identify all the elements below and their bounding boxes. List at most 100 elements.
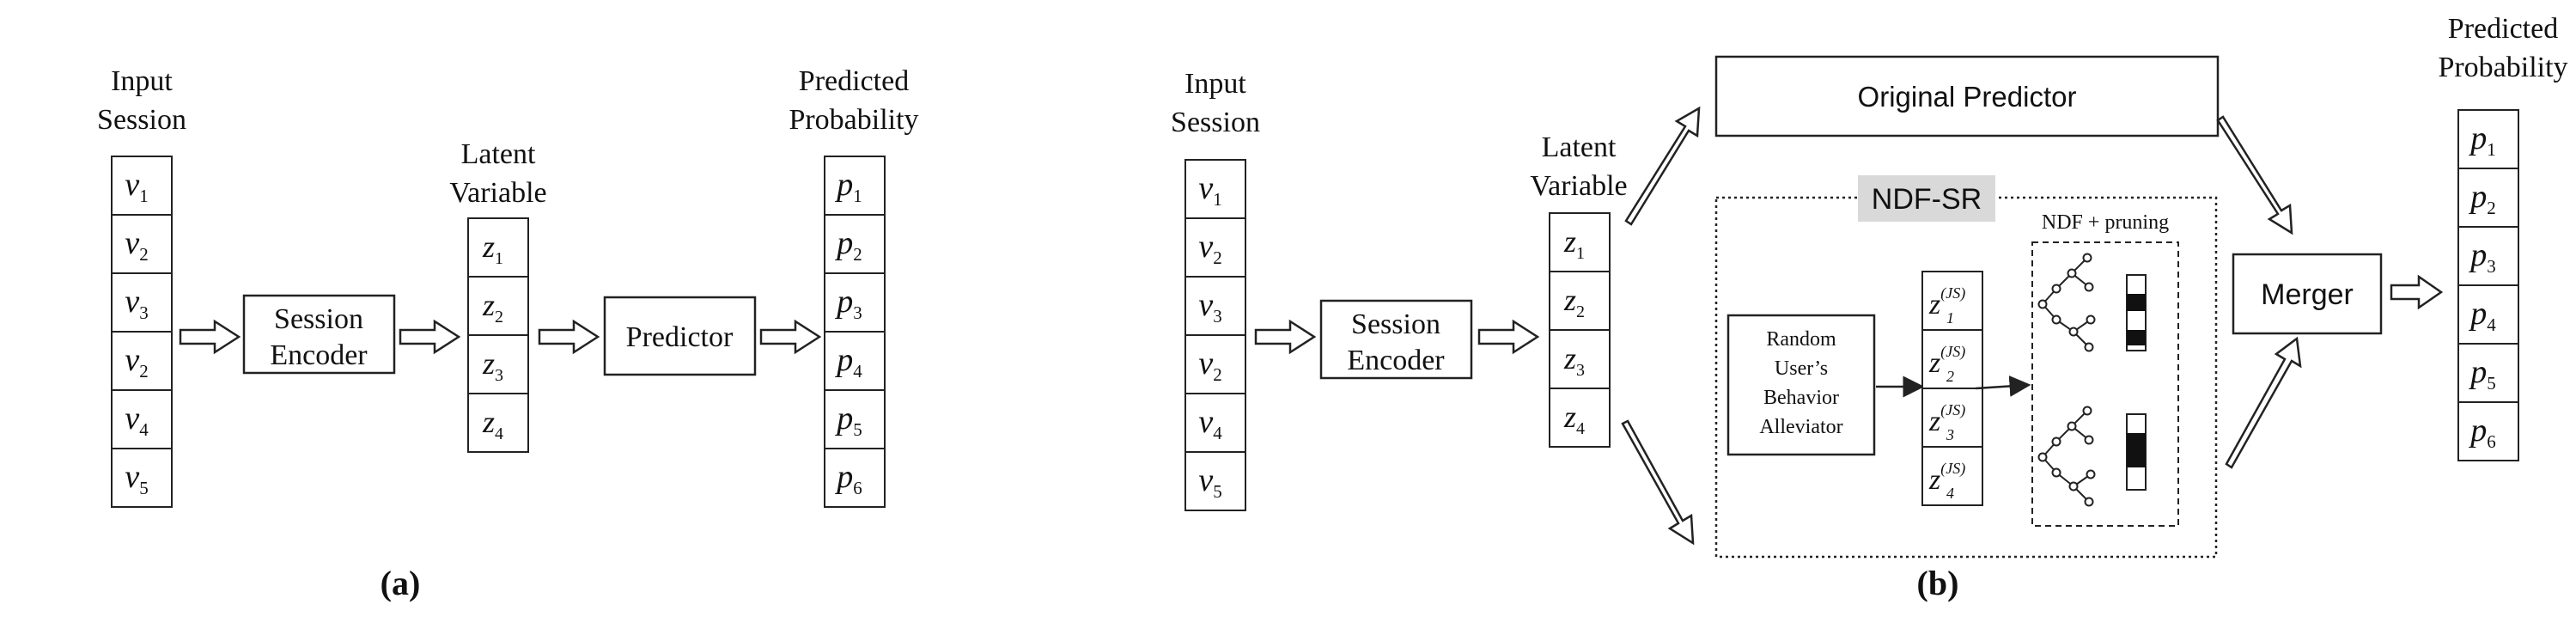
b-input-label: v5 [1198, 462, 1221, 502]
a-output-cell: p1 [824, 156, 886, 216]
b-alleviator-line4: Alleviator [1759, 416, 1842, 438]
b-output-label: p3 [2468, 237, 2496, 277]
b-input-cell: v4 [1184, 393, 1246, 453]
b-input-title-line2: Session [1171, 107, 1260, 138]
a-input-label: v2 [125, 342, 148, 382]
b-panel-label: (b) [1917, 564, 1959, 602]
a-input-label: v2 [125, 225, 148, 265]
b-arrow-merger-output [2390, 274, 2444, 310]
b-output-label: p4 [2468, 296, 2496, 335]
a-latent-column: z1 z2 z3 z4 [467, 217, 529, 453]
a-latent-label: z4 [482, 405, 503, 443]
b-input-label: v1 [1198, 170, 1221, 210]
b-js-latent-subscript: 1 [1946, 309, 1954, 327]
a-input-label: v5 [125, 459, 148, 498]
b-arrow-original-predictor-merger [2216, 115, 2293, 235]
a-input-label: v1 [125, 167, 148, 206]
a-session-encoder-line2: Encoder [270, 339, 368, 371]
a-latent-label: z3 [482, 346, 503, 385]
b-output-label: p5 [2468, 354, 2496, 394]
b-decision-tree-2 [2037, 406, 2096, 507]
b-original-predictor-label: Original Predictor [1858, 81, 2077, 113]
b-ndf-sr-container [1714, 196, 2218, 559]
a-input-cell: v5 [111, 448, 173, 508]
b-input-label: v4 [1198, 404, 1222, 443]
a-arrow-encoder-latent [399, 319, 461, 355]
b-input-label: v2 [1198, 229, 1221, 268]
a-latent-cell: z3 [467, 334, 529, 394]
a-output-cell: p3 [824, 272, 886, 333]
b-input-cell: v1 [1184, 159, 1246, 219]
a-session-encoder-box [242, 294, 396, 375]
b-js-latent-column: z(JS)1z(JS)2z(JS)3z(JS)4 [1921, 271, 1983, 506]
a-arrow-input-encoder [179, 319, 241, 355]
a-arrow-predictor-output [759, 319, 822, 355]
a-output-label: p1 [834, 167, 862, 206]
b-js-latent-label: z(JS) [1928, 460, 1965, 496]
a-panel-label: (a) [381, 564, 421, 602]
b-ndf-sr-label: NDF-SR [1872, 183, 1982, 216]
b-arrow-js-ndf [1975, 375, 2031, 397]
a-output-title-line1: Predicted [799, 65, 909, 97]
b-merger-label: Merger [2261, 278, 2354, 311]
a-output-cell: p4 [824, 331, 886, 391]
b-js-latent-cell: z(JS)4 [1921, 446, 1983, 506]
b-js-latent-subscript: 3 [1946, 426, 1954, 443]
b-ndf-sr-label-bg [1858, 175, 1995, 222]
b-output-label: p1 [2468, 120, 2496, 160]
b-alleviator-line2: User’s [1775, 357, 1828, 380]
a-input-cell: v3 [111, 272, 173, 333]
a-latent-label: z2 [482, 288, 503, 327]
a-output-title-line2: Probability [789, 104, 918, 136]
a-arrow-latent-predictor [538, 319, 600, 355]
b-input-cell: v2 [1184, 217, 1246, 278]
a-input-cell: v4 [111, 389, 173, 449]
b-output-cell: p5 [2457, 343, 2519, 403]
a-latent-title-line1: Latent [461, 138, 536, 170]
b-input-title-line1: Input [1184, 68, 1246, 100]
b-arrow-ndf-sr-merger [2225, 336, 2302, 469]
b-output-title-line2: Probability [2438, 52, 2567, 83]
b-alleviator-box [1726, 314, 1876, 456]
b-js-latent-cell: z(JS)1 [1921, 271, 1983, 331]
a-output-label: p5 [834, 400, 862, 440]
b-js-latent-cell: z(JS)3 [1921, 388, 1983, 448]
a-input-cell: v2 [111, 214, 173, 274]
a-input-cell: v1 [111, 156, 173, 216]
b-latent-label: z3 [1563, 341, 1585, 380]
b-ndf-pruning-box [2031, 241, 2179, 527]
a-latent-cell: z1 [467, 217, 529, 278]
a-session-encoder-line1: Session [274, 303, 363, 335]
b-session-encoder-line2: Encoder [1347, 345, 1445, 376]
b-js-latent-subscript: 4 [1946, 485, 1954, 502]
b-input-cell: v5 [1184, 451, 1246, 511]
b-input-label: v2 [1198, 345, 1221, 385]
a-latent-cell: z4 [467, 393, 529, 453]
a-input-title-line2: Session [97, 104, 186, 136]
b-latent-cell: z1 [1549, 212, 1611, 272]
b-input-session-column: v1 v2 v3 v2 v4 v5 [1184, 159, 1246, 511]
panel-a: Input Session v1 v2 v3 v2 v4 v5 Session Encod… [97, 65, 919, 602]
b-leaf-bar-2 [2126, 413, 2147, 491]
b-latent-label: z2 [1563, 283, 1585, 321]
a-input-title-line1: Input [111, 65, 173, 97]
b-output-title-line1: Predicted [2448, 13, 2558, 45]
b-output-cell: p6 [2457, 401, 2519, 461]
a-output-cell: p5 [824, 389, 886, 449]
b-latent-cell: z2 [1549, 271, 1611, 331]
a-input-session-column: v1 v2 v3 v2 v4 v5 [111, 156, 173, 508]
a-input-label: v4 [125, 400, 149, 440]
a-predictor-label: Predictor [626, 321, 734, 353]
b-ndf-pruning-label: NDF + pruning [2042, 211, 2169, 234]
b-session-encoder-box [1319, 299, 1473, 380]
b-arrow-encoder-latent [1477, 319, 1540, 355]
b-input-cell: v3 [1184, 276, 1246, 336]
b-output-cell: p4 [2457, 284, 2519, 345]
b-input-cell: v2 [1184, 334, 1246, 394]
b-leaf-bar-1 [2126, 274, 2147, 351]
b-arrow-input-encoder [1254, 319, 1317, 355]
